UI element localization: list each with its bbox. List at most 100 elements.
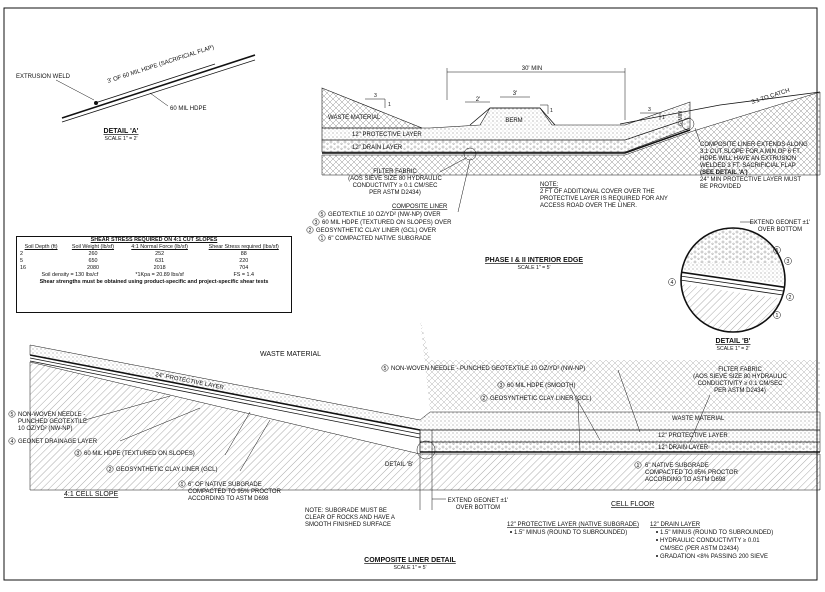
phase-berm-label: BERM — [505, 118, 522, 124]
phase-dim-3: 3' — [513, 91, 517, 97]
detail-a-hdpe-label: 60 MIL HDPE — [170, 106, 206, 112]
svg-text:5: 5 — [11, 412, 14, 418]
svg-text:2: 2 — [109, 467, 112, 473]
phase-right-note: 3:1 CUT SLOPE FOR A MIN OF 6 FT. — [700, 149, 801, 155]
svg-text:COMPACTED TO 95% PROCTOR: COMPACTED TO 95% PROCTOR — [188, 489, 282, 495]
phase-note-line: 2 FT OF ADDITIONAL COVER OVER THE — [540, 189, 655, 195]
phase-right-note: COMPOSITE LINER EXTENDS ALONG — [700, 142, 808, 148]
composite-cell-floor: CELL FLOOR — [611, 501, 654, 508]
phase-6-min: 6' MIN — [678, 111, 684, 126]
detail-b-callout: 1 — [773, 311, 781, 319]
table-cell: 260 — [88, 251, 98, 257]
shear-footnote: Shear strengths must be obtained using p… — [39, 279, 269, 285]
composite-filter-2: CONDUCTIVITY ≥ 0.1 CM/SEC — [698, 381, 784, 387]
drain-item: GRADATION <8% PASSING 200 SIEVE — [660, 554, 768, 560]
table-cell: 252 — [155, 251, 165, 257]
table-cell: 220 — [239, 258, 249, 264]
table-row: 5 650 631 220 — [18, 258, 290, 265]
phase-composite-item: 5 GEOTEXTILE 10 OZ/YD² (NW-NP) OVER — [318, 210, 441, 218]
detail-b-ref-circle — [416, 440, 436, 460]
composite-left-callout: 4 GEONET DRAINAGE LAYER — [8, 437, 98, 445]
extrusion-weld-mark — [94, 101, 98, 105]
shear-header: Soil Weight (lb/sf) — [71, 244, 115, 250]
phase-dim-30-min: 30' MIN — [522, 66, 542, 72]
table-cell: 631 — [155, 258, 165, 264]
drain-item: CM/SEC (PER ASTM D2434) — [660, 546, 739, 552]
composite-extend-0: EXTEND GEONET ±1' — [448, 498, 509, 504]
svg-text:GEOSYNTHETIC CLAY LINER (GCL): GEOSYNTHETIC CLAY LINER (GCL) OVER — [316, 228, 437, 234]
detail-a: EXTRUSION WELD 3' OF 60 MIL HDPE (SACRIF… — [16, 45, 256, 142]
phase-right-note: 24" MIN PROTECTIVE LAYER MUST — [700, 177, 801, 183]
svg-text:3: 3 — [77, 451, 80, 457]
svg-text:5: 5 — [321, 212, 324, 218]
prot-native-item: 1.5" MINUS (ROUND TO SUBROUNDED) — [514, 530, 627, 536]
svg-text:NON-WOVEN NEEDLE - PUNCHED GEO: NON-WOVEN NEEDLE - PUNCHED GEOTEXTILE 10… — [391, 366, 585, 372]
phase-filter-1: (AOS SIEVE SIZE 80 HYDRAULIC — [348, 176, 442, 182]
svg-text:1: 1 — [321, 236, 324, 242]
table-row: 2 260 252 88 — [18, 251, 290, 258]
drain-item: HYDRAULIC CONDUCTIVITY ≥ 0.01 — [660, 538, 760, 544]
shear-header: Soil Depth (ft) — [24, 244, 58, 250]
detail-a-scale: SCALE 1" = 2' — [105, 136, 138, 142]
phase-slope-1-right: 1 — [662, 115, 665, 121]
svg-text:1: 1 — [776, 313, 779, 319]
detail-b-scale: SCALE 1" = 2' — [717, 346, 750, 352]
composite-cell-slope: 4:1 CELL SLOPE — [64, 491, 119, 498]
sheet-border — [3, 7, 818, 581]
detail-b-title: DETAIL 'B' — [716, 338, 751, 345]
svg-text:5: 5 — [384, 366, 387, 372]
table-cell: 2080 — [86, 265, 99, 271]
phase-composite-item: 2 GEOSYNTHETIC CLAY LINER (GCL) OVER — [306, 226, 437, 234]
svg-text:GEONET DRAINAGE LAYER: GEONET DRAINAGE LAYER — [18, 439, 98, 445]
svg-text:2: 2 — [483, 396, 486, 402]
composite-note-line: NOTE: SUBGRADE MUST BE — [305, 508, 387, 514]
detail-b-callout: 2 — [786, 293, 794, 301]
phase-slope-3-left: 3 — [374, 93, 377, 99]
composite-note-line: SMOOTH FINISHED SURFACE — [305, 522, 391, 528]
table-row: 16 2080 2018 704 — [18, 265, 290, 272]
shear-stress-table: SHEAR STRESS REQUIRED ON 4:1 CUT SLOPES … — [18, 237, 290, 286]
detail-a-flap-label: 3' OF 60 MIL HDPE (SACRIFICIAL FLAP) — [107, 45, 215, 85]
svg-text:2: 2 — [309, 228, 312, 234]
shear-header: 4:1 Normal Force (lb/sf) — [131, 244, 188, 250]
phase-waste-label: WASTE MATERIAL — [328, 115, 381, 121]
drain-title: 12" DRAIN LAYER — [650, 522, 701, 528]
composite-protective-right: 12" PROTECTIVE LAYER — [658, 433, 728, 439]
composite-top-callout: 5 NON-WOVEN NEEDLE - PUNCHED GEOTEXTILE … — [381, 364, 585, 372]
phase-drain-label: 12" DRAIN LAYER — [352, 145, 403, 151]
detail-b-callout: 3 — [784, 257, 792, 265]
detail-a-ref-circle — [681, 117, 695, 131]
drain-item: 1.5" MINUS (ROUND TO SUBROUNDED) — [660, 530, 773, 536]
shear-density: Soil density = 130 lbs/cf — [41, 272, 99, 278]
phase-title: PHASE I & II INTERIOR EDGE — [485, 257, 583, 264]
detail-b-extend-0: EXTEND GEONET ±1' — [750, 220, 811, 226]
shear-fs: FS = 1.4 — [233, 272, 254, 278]
phase-note-line: PROTECTIVE LAYER IS REQUIRED FOR ANY — [540, 196, 668, 202]
phase-dim-2: 2' — [476, 97, 480, 103]
table-cell: 650 — [88, 258, 98, 264]
phase-right-note: HDPE WILL HAVE AN EXTRUSION — [700, 156, 796, 162]
phase-right-note: BE PROVIDED — [700, 184, 742, 190]
svg-text:3: 3 — [500, 383, 503, 389]
composite-left-callout: 5 NON-WOVEN NEEDLE - PUNCHED GEOTEXTILE … — [8, 410, 87, 432]
phase-scale: SCALE 1" = 5' — [518, 265, 551, 271]
phase-note-line: ACCESS ROAD OVER THE LINER. — [540, 203, 637, 209]
shear-table-box — [16, 236, 292, 313]
table-cell: 704 — [239, 265, 249, 271]
detail-b-callout: 5 — [773, 246, 781, 254]
shear-table-title: SHEAR STRESS REQUIRED ON 4:1 CUT SLOPES — [90, 237, 218, 243]
composite-left-callout: 1 6" OF NATIVE SUBGRADE COMPACTED TO 95%… — [178, 480, 282, 502]
composite-note-line: CLEAR OF ROCKS AND HAVE A — [305, 515, 395, 521]
composite-top-callout: 3 60 MIL HDPE (SMOOTH) — [497, 381, 575, 389]
composite-filter-1: (AOS SIEVE SIZE 80 HYDRAULIC — [693, 374, 787, 380]
composite-top-callout: 2 GEOSYNTHETIC CLAY LINER (GCL) — [480, 394, 591, 402]
svg-text:NON-WOVEN NEEDLE -: NON-WOVEN NEEDLE - — [18, 412, 85, 418]
phase-slope-1-left: 1 — [388, 102, 391, 108]
detail-a-title: DETAIL 'A' — [104, 128, 139, 135]
composite-scale: SCALE 1" = 5' — [394, 565, 427, 571]
phase-slope-1-berm: 1 — [550, 108, 553, 114]
composite-liner-detail: WASTE MATERIAL 24" PROTECTIVE LAYER 5 NO… — [8, 318, 821, 571]
svg-text:GEOSYNTHETIC CLAY LINER (GCL): GEOSYNTHETIC CLAY LINER (GCL) — [116, 467, 217, 473]
detail-b-extend-1: OVER BOTTOM — [758, 227, 802, 233]
